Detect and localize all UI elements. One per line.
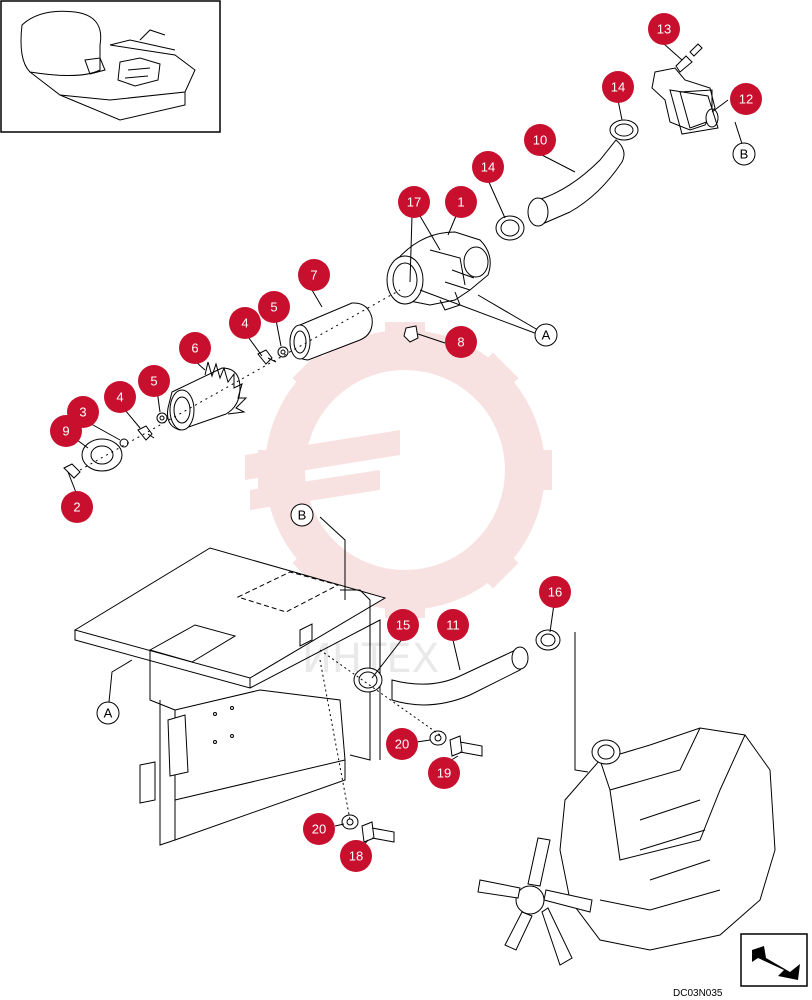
callout-16: 16 (539, 576, 571, 608)
cooling-fan (477, 837, 593, 966)
callout-1: 1 (445, 186, 477, 218)
washer-20-upper (429, 730, 447, 746)
callout-6: 6 (179, 332, 211, 364)
callout-4-lower: 4 (104, 381, 136, 413)
callout-11-label: 11 (446, 618, 460, 633)
callout-14-upper-label: 14 (611, 80, 625, 95)
callout-8: 8 (445, 326, 477, 358)
wing-nut-4-upper (257, 349, 277, 365)
nut-3 (119, 438, 129, 448)
ref-mark-a-lower (96, 701, 120, 725)
callout-4-lower-label: 4 (116, 390, 123, 405)
callout-14-lower: 14 (472, 151, 504, 183)
callout-5-upper-label: 5 (270, 300, 277, 315)
callout-20-lower-label: 20 (312, 822, 326, 837)
callout-11: 11 (437, 609, 469, 641)
wing-bolt-2 (63, 463, 81, 479)
bolt-19 (449, 735, 483, 757)
inset-overview (0, 0, 221, 133)
lower-assembly (73, 547, 776, 966)
wing-nut-4-lower (137, 425, 155, 441)
callout-15-label: 15 (396, 618, 410, 633)
drawing-code: DC03N035 (673, 988, 723, 999)
fitting-13 (675, 43, 703, 73)
bolt-18 (361, 821, 395, 843)
callout-13-label: 13 (657, 22, 671, 37)
callout-7-label: 7 (310, 268, 317, 283)
clamp-14-lower (495, 215, 525, 241)
reference-marks (96, 121, 756, 725)
callout-4-upper: 4 (229, 307, 261, 339)
ref-label-b-lower: B (298, 508, 307, 523)
ref-mark-b-lower (290, 503, 314, 527)
callout-20-upper-label: 20 (395, 737, 409, 752)
callout-2: 2 (61, 491, 93, 523)
callouts: 13 14 12 10 14 17 1 7 5 4 8 6 5 4 3 9 2 … (50, 13, 762, 872)
ref-label-a-lower: A (104, 706, 113, 721)
callout-19-label: 19 (437, 766, 451, 781)
callout-17: 17 (398, 186, 430, 218)
machine-overview-icon (20, 10, 196, 121)
callout-12-label: 12 (739, 92, 753, 107)
callout-2-label: 2 (73, 500, 80, 515)
vacuator-8 (403, 325, 419, 343)
callout-10-label: 10 (533, 133, 547, 148)
callout-leaders (65, 43, 729, 847)
callout-13: 13 (648, 13, 680, 45)
callout-17-label: 17 (407, 195, 421, 210)
clamp-16 (535, 629, 561, 651)
cover-9 (81, 438, 123, 472)
callout-12: 12 (730, 83, 762, 115)
callout-5-upper: 5 (258, 291, 290, 323)
callout-1-label: 1 (457, 195, 464, 210)
ref-mark-b-upper (732, 142, 756, 166)
callout-20-lower: 20 (303, 813, 335, 845)
callout-4-upper-label: 4 (241, 316, 248, 331)
intake-assembly (63, 43, 719, 479)
callout-19: 19 (428, 757, 460, 789)
clamp-14-upper (609, 119, 639, 141)
front-direction-arrow-icon (740, 933, 808, 987)
callout-20-upper: 20 (386, 728, 418, 760)
callout-15: 15 (387, 609, 419, 641)
callout-8-label: 8 (457, 335, 464, 350)
ref-mark-a-upper (534, 323, 558, 347)
callout-16-label: 16 (548, 585, 562, 600)
callout-7: 7 (298, 259, 330, 291)
washer-20-lower (341, 814, 359, 830)
callout-5-lower: 5 (138, 365, 170, 397)
callout-5-lower-label: 5 (150, 374, 157, 389)
elbow-12 (651, 67, 716, 131)
callout-6-label: 6 (191, 341, 198, 356)
callout-3-label: 3 (79, 405, 86, 420)
callout-14-upper: 14 (602, 71, 634, 103)
callout-18: 18 (340, 840, 372, 872)
callout-10: 10 (524, 124, 556, 156)
callout-9-label: 9 (62, 424, 69, 439)
ref-label-a-upper: A (542, 328, 551, 343)
ref-label-b-upper: B (740, 147, 749, 162)
callout-14-lower-label: 14 (481, 160, 495, 175)
engine (559, 727, 776, 951)
callout-18-label: 18 (349, 849, 363, 864)
callout-9: 9 (50, 415, 82, 447)
